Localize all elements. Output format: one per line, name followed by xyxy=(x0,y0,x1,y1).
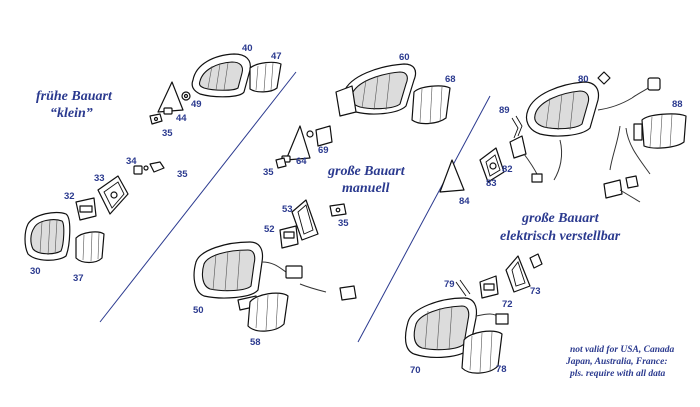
section-large-manual-line2: manuell xyxy=(342,181,390,196)
part-number-60: 60 xyxy=(399,52,410,63)
section-large-electric-line2: elektrisch verstellbar xyxy=(500,229,621,244)
part-79-cable xyxy=(455,279,471,297)
part-88-electric-glass xyxy=(633,113,687,149)
part-34-bracket xyxy=(133,161,165,175)
part-number-82: 82 xyxy=(502,164,513,175)
divider-right xyxy=(357,95,491,343)
part-47-mirror-glass xyxy=(249,61,282,93)
part-78-electric-glass-lower xyxy=(461,330,503,374)
part-number-34: 34 xyxy=(126,156,137,167)
part-number-79: 79 xyxy=(444,279,455,290)
part-number-68: 68 xyxy=(445,74,456,85)
part-number-32: 32 xyxy=(64,191,75,202)
part-69-triangle-base xyxy=(285,125,333,161)
part-number-84: 84 xyxy=(459,196,470,207)
part-number-73: 73 xyxy=(530,286,541,297)
part-number-40: 40 xyxy=(242,43,253,54)
part-number-64: 64 xyxy=(296,156,307,167)
part-number-80: 80 xyxy=(578,74,589,85)
part-number-69: 69 xyxy=(318,145,329,156)
part-72-mount xyxy=(479,275,499,299)
part-32-mount xyxy=(75,197,97,221)
divider-left xyxy=(99,71,297,323)
part-70-electric-mirror-lower xyxy=(404,297,509,358)
part-number-44: 44 xyxy=(176,113,187,124)
part-30-small-mirror xyxy=(24,211,71,261)
part-number-47: 47 xyxy=(271,51,282,62)
section-large-manual-line1: große Bauart xyxy=(327,164,406,179)
part-49-triangle-base xyxy=(157,81,191,113)
part-37-small-glass xyxy=(75,231,105,264)
part-number-30: 30 xyxy=(30,266,41,277)
part-89-cable xyxy=(511,115,523,139)
part-52-mount xyxy=(279,225,299,249)
part-number-70: 70 xyxy=(410,365,421,376)
part-53-bracket-plate xyxy=(291,199,319,241)
part-number-78: 78 xyxy=(496,364,507,375)
part-number-89: 89 xyxy=(499,105,510,116)
part-33-base-plate xyxy=(97,175,129,215)
part-50-large-mirror-housing-manual xyxy=(193,241,264,299)
section-early-small-line1: frühe Bauart xyxy=(36,89,113,104)
part-number-88: 88 xyxy=(672,99,683,110)
part-electric-wiring xyxy=(553,71,661,181)
note-line1: not valid for USA, Canada xyxy=(570,345,675,355)
part-number-50: 50 xyxy=(193,305,204,316)
part-number-83: 83 xyxy=(486,178,497,189)
part-number-72: 72 xyxy=(502,299,513,310)
section-early-small-line2: “klein” xyxy=(50,106,93,121)
part-68-large-glass xyxy=(411,85,451,125)
part-58-large-glass-manual xyxy=(247,292,289,332)
part-80-electric-mirror-housing xyxy=(525,81,600,137)
part-number-58: 58 xyxy=(250,337,261,348)
part-35-clip-manual xyxy=(275,157,287,169)
part-number-49: 49 xyxy=(191,99,202,110)
part-35-clip-top xyxy=(149,113,163,125)
part-number-35-right: 35 xyxy=(177,169,188,180)
part-number-35-manual: 35 xyxy=(263,167,274,178)
part-number-35-manual-2: 35 xyxy=(338,218,349,229)
note-line2: Japan, Australia, France: xyxy=(565,357,668,367)
part-number-37: 37 xyxy=(73,273,84,284)
part-number-53: 53 xyxy=(282,204,293,215)
part-35-clip-manual-2 xyxy=(329,203,347,217)
part-84-triangle-cover xyxy=(439,159,465,193)
part-number-35-top: 35 xyxy=(162,128,173,139)
part-73-bracket-plate xyxy=(505,253,543,293)
part-electric-switch xyxy=(603,175,641,203)
part-60-large-mirror-housing xyxy=(335,63,417,117)
part-83-base-plate xyxy=(479,147,505,183)
part-40-mirror-housing xyxy=(191,53,251,98)
note-line3: pls. require with all data xyxy=(569,369,666,379)
part-44-bolt xyxy=(163,107,173,115)
section-large-electric-line1: große Bauart xyxy=(521,211,600,226)
part-82-bracket xyxy=(509,135,543,183)
part-number-52: 52 xyxy=(264,224,275,235)
part-number-33: 33 xyxy=(94,173,105,184)
